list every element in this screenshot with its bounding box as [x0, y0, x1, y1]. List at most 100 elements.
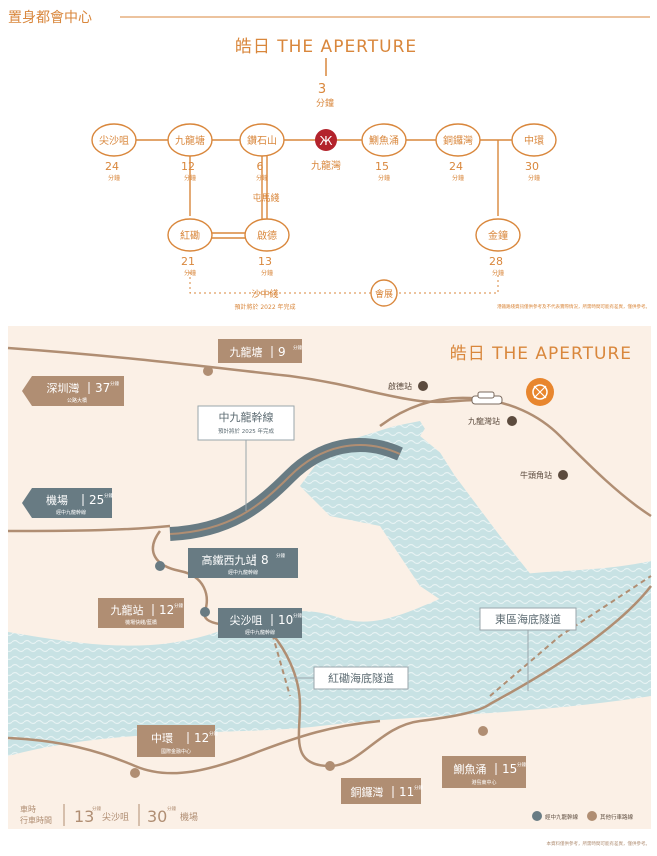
station-mins: 6: [257, 160, 264, 173]
destination-mins: 25: [89, 493, 104, 507]
node-central: [130, 768, 140, 778]
central-kowloon-route-center: [169, 444, 401, 535]
node-quarry-bay: [478, 726, 488, 736]
destination-name: 尖沙咀: [230, 614, 263, 627]
station-unit: 分鐘: [492, 269, 504, 277]
station-name: 銅鑼灣: [443, 134, 473, 147]
summary-label-2: 行車時間: [20, 815, 52, 825]
station-unit: 分鐘: [184, 174, 196, 182]
mtr-icon: [507, 416, 517, 426]
destination-mins: 12: [194, 731, 209, 745]
destination-unit: 分鐘: [414, 784, 423, 791]
node-causeway-bay: [325, 761, 335, 771]
destination-mins: 37: [95, 381, 110, 395]
eastern-tunnel-name: 東區海底隧道: [495, 612, 561, 626]
destination-mins: 11: [399, 785, 414, 799]
mtr-icon: [558, 470, 568, 480]
destination-name: 九龍站: [111, 603, 144, 617]
summary-tst-mins: 13: [74, 807, 94, 826]
kai-tak-station-label: 啟德站: [388, 381, 412, 391]
station-name: 鑽石山: [247, 134, 277, 147]
map-brand-text: 皓日 THE APERTURE: [450, 344, 632, 364]
node-kowloon-tong: [203, 366, 213, 376]
central-kowloon-name: 中九龍幹線: [219, 410, 274, 424]
station-name: 紅磡: [180, 229, 200, 242]
road-airport: [7, 524, 171, 533]
destination-unit: 分鐘: [276, 552, 285, 559]
cross-tunnel-name: 紅磡海底隧道: [328, 671, 394, 685]
brand-logo-text: 皓日 THE APERTURE: [235, 37, 417, 57]
destination-name: 銅鑼灣: [351, 785, 384, 799]
station-unit: 分鐘: [378, 174, 390, 182]
kowloon-bay-water: [300, 421, 540, 626]
car-icon: [471, 391, 503, 405]
station-name: 啟德: [257, 229, 277, 242]
destination-sub: 機場快綫/藍橋: [125, 619, 157, 626]
legend-central-kowloon-swatch: [532, 811, 542, 821]
station-mins: 30: [525, 160, 539, 173]
summary-label-1: 車時: [20, 804, 36, 814]
destination-sub: 公路大橋: [67, 397, 87, 404]
shatin-central-label: 沙中綫: [251, 288, 278, 300]
destination-unit: 分鐘: [104, 492, 113, 499]
destination-sub: 國際金融中心: [161, 748, 191, 755]
station-mins: 24: [449, 160, 463, 173]
destination-unit: 分鐘: [293, 612, 302, 619]
destination-mins: 8: [261, 553, 269, 567]
legend-other-label: 其他行車路線: [600, 813, 634, 821]
destination-name: 機場: [46, 493, 68, 507]
destination-sub: 港島東中心: [471, 779, 496, 786]
mtr-icon: [418, 381, 428, 391]
central-kowloon-note: 預計將於 2025 年完成: [218, 427, 274, 435]
summary-airport-unit: 分鐘: [167, 805, 176, 812]
map-legend: 經中九龍幹線 其他行車路線: [532, 811, 634, 821]
station-mins: 13: [258, 255, 272, 268]
road-north: [7, 346, 491, 404]
admiralty-exhibition-node[interactable]: 會展: [370, 279, 398, 307]
destination-unit: 分鐘: [209, 730, 218, 737]
station-name: 九龍塘: [175, 134, 205, 147]
road-east: [379, 396, 652, 518]
station-name: 尖沙咀: [99, 134, 129, 147]
travel-summary: 車時 行車時間 13 分鐘 尖沙咀 30 分鐘 機場: [20, 804, 198, 826]
destination-unit: 分鐘: [174, 602, 183, 609]
exhibition-label: 會展: [375, 288, 393, 300]
station-mins: 21: [181, 255, 195, 268]
station-name: 中環: [524, 134, 544, 147]
destination-sub: 經中九龍幹線: [228, 569, 258, 576]
legend-other-swatch: [587, 811, 597, 821]
station-unit: 分鐘: [528, 174, 540, 182]
aperture-location-icon[interactable]: [526, 378, 554, 406]
map-footnote: 本資料僅供參考，所需時間可能有差異，僅供參考。: [547, 840, 651, 847]
destination-mins: 10: [278, 613, 293, 627]
eastern-harbour-tunnel: [489, 575, 652, 697]
summary-airport-label: 機場: [180, 811, 198, 823]
page-title: 置身都會中心: [8, 10, 92, 26]
station-mins: 12: [181, 160, 195, 173]
destination-unit: 分鐘: [110, 380, 119, 387]
destination-name: 鰂魚涌: [454, 762, 487, 776]
summary-tst-unit: 分鐘: [92, 805, 101, 812]
center-station-node[interactable]: Ж: [315, 129, 337, 151]
center-station-name: 九龍灣: [311, 159, 341, 172]
destination-unit: 分鐘: [517, 761, 526, 768]
